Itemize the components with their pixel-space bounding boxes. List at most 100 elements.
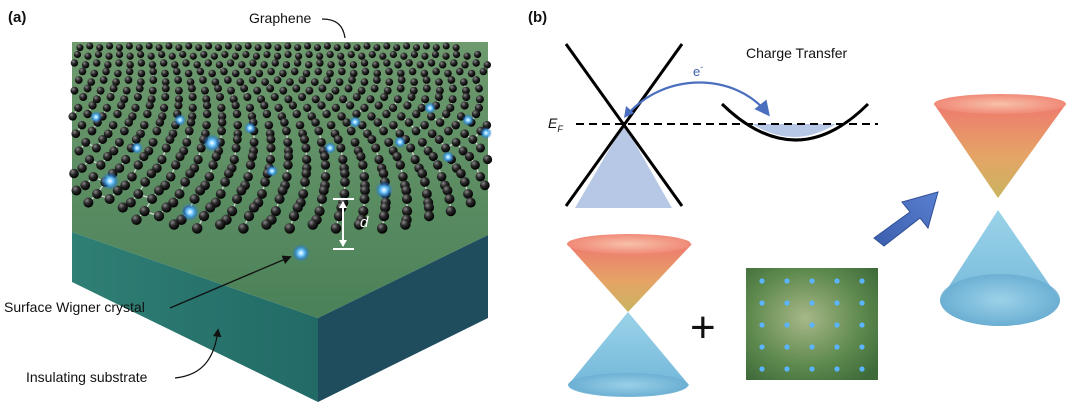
carbon-atom [208, 160, 218, 170]
surface-electron [292, 244, 310, 262]
carbon-atom [326, 69, 334, 78]
carbon-atom [441, 143, 451, 153]
carbon-atom [316, 59, 324, 67]
carbon-atom [471, 109, 481, 119]
carbon-atom [115, 59, 123, 67]
surface-electron [424, 102, 436, 114]
carbon-atom [288, 210, 300, 222]
carbon-atom [353, 44, 361, 52]
surface-electron [349, 116, 361, 128]
carbon-atom [165, 135, 175, 144]
carbon-atom [245, 103, 255, 112]
carbon-atom [261, 78, 269, 86]
carbon-atom [368, 50, 376, 59]
carbon-atom [155, 44, 163, 52]
carbon-atom [81, 61, 90, 69]
carbon-atom [394, 61, 402, 69]
carbon-atom [220, 177, 230, 187]
carbon-atom [161, 143, 171, 153]
carbon-atom [475, 95, 484, 104]
carbon-atom [427, 112, 436, 121]
carbon-atom [131, 103, 140, 112]
carbon-atom [461, 61, 469, 69]
carbon-atom [384, 137, 394, 147]
carbon-atom [247, 151, 257, 162]
carbon-atom [242, 50, 250, 59]
wigner-electrons [90, 102, 492, 262]
surface-electron [266, 165, 278, 177]
carbon-atom [475, 143, 486, 153]
carbon-atom [292, 202, 303, 213]
carbon-atom [282, 126, 291, 136]
carbon-atom [217, 103, 226, 112]
carbon-atom [79, 92, 88, 102]
carbon-atom [263, 50, 271, 59]
carbon-atom [231, 143, 241, 153]
carbon-atom [120, 95, 129, 104]
carbon-atom [400, 219, 411, 230]
carbon-atom [229, 95, 238, 104]
carbon-atom [373, 69, 382, 78]
surface-electron [244, 122, 256, 134]
carbon-atom [420, 177, 430, 187]
carbon-atom [380, 92, 389, 102]
carbon-atom [103, 129, 113, 139]
carbon-atom [74, 103, 83, 112]
carbon-atom [233, 120, 242, 130]
surface-electron [203, 134, 221, 152]
carbon-atom [68, 112, 77, 121]
carbon-atom [252, 52, 261, 60]
lattice-dot [834, 278, 840, 284]
carbon-atom [421, 95, 430, 104]
carbon-atom [188, 92, 197, 102]
carbon-atom [117, 202, 128, 213]
carbon-atom [301, 143, 311, 153]
carbon-atom [420, 120, 429, 130]
surface-electron [131, 142, 143, 154]
substrate-label: Insulating substrate [26, 369, 148, 385]
carbon-atom [456, 67, 464, 76]
carbon-atom [133, 188, 144, 199]
carbon-atom [284, 42, 292, 50]
carbon-atom [248, 202, 260, 213]
carbon-atom [448, 84, 457, 93]
carbon-atom [423, 210, 435, 222]
carbon-atom [320, 151, 330, 162]
carbon-atom [84, 52, 92, 60]
carbon-atom [71, 129, 81, 139]
carbon-atom [446, 103, 455, 112]
carbon-atom [435, 86, 444, 95]
carbon-atom [131, 214, 142, 225]
carbon-atom [108, 120, 118, 130]
carbon-atom [231, 52, 240, 60]
carbon-atom [283, 160, 293, 170]
carbon-atom [171, 61, 179, 69]
panel-a-label: (a) [8, 9, 26, 26]
carbon-atom [103, 151, 113, 162]
carbon-atom [161, 78, 170, 86]
carbon-atom [199, 76, 207, 84]
carbon-atom [452, 44, 460, 52]
carbon-atom [174, 95, 183, 104]
carbon-atom [135, 84, 144, 93]
carbon-atom [403, 42, 411, 50]
carbon-atom [266, 135, 276, 144]
carbon-atom [320, 160, 331, 170]
carbon-atom [80, 180, 91, 191]
carbon-atom [231, 101, 240, 110]
carbon-atom [168, 219, 180, 230]
carbon-atom [125, 67, 134, 76]
carbon-atom [356, 151, 366, 162]
carbon-atom [205, 42, 213, 50]
carbon-atom [145, 101, 154, 110]
carbon-atom [279, 86, 288, 95]
substrate-front-face [72, 232, 318, 402]
carbon-atom [124, 76, 133, 84]
carbon-atom [232, 193, 243, 205]
carbon-atom [211, 151, 221, 162]
carbon-atom [125, 42, 133, 50]
carbon-atom [282, 171, 292, 182]
panel-b: (b) EF e- Charge Transfer + [528, 9, 1066, 397]
panel-b-label: (b) [528, 9, 547, 26]
carbon-atom [153, 185, 164, 196]
